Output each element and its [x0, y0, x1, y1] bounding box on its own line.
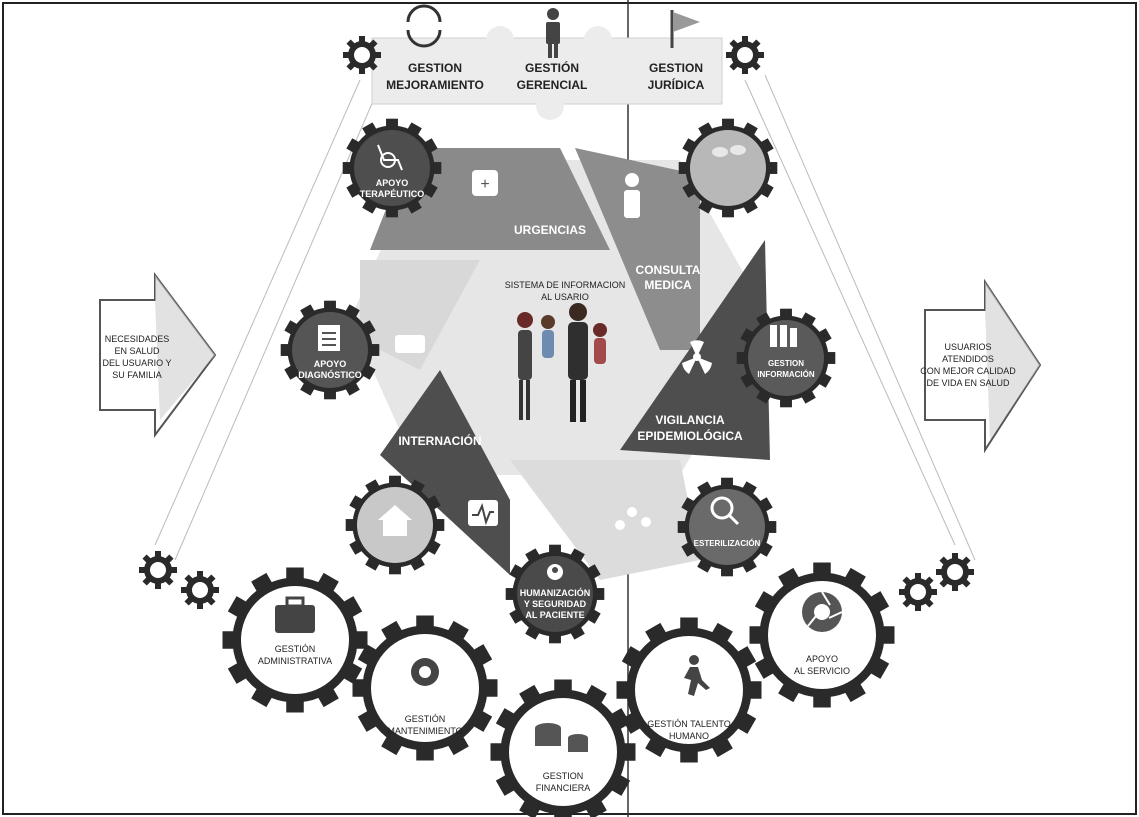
input-line-1: NECESIDADES [105, 334, 170, 344]
top-process-2-line2: GERENCIAL [517, 78, 588, 92]
gear-terapeutico-2: TERAPÉUTICO [360, 189, 425, 199]
aperture-icon [802, 591, 843, 632]
bottom-gear-4-line2: HUMANO [669, 731, 709, 741]
label-internacion: INTERNACIÓN [398, 433, 481, 448]
briefcase-icon [275, 596, 315, 633]
first-aid-icon: + [472, 170, 498, 196]
bottom-right-small-gear-1 [899, 573, 937, 611]
magnifier-icon [710, 496, 740, 526]
ambulance-icon [395, 335, 425, 353]
input-arrow [99, 272, 217, 438]
radiation-icon [682, 340, 712, 374]
gear-apoyo-servicio [749, 562, 895, 708]
gear-gestion-administrativa [222, 567, 368, 713]
gear-humanizacion-2: Y SEGURIDAD [524, 599, 587, 609]
gear-gestion-informacion [736, 308, 836, 408]
doctor-icon [624, 173, 640, 218]
books-icon [770, 325, 797, 347]
center-title-1: SISTEMA DE INFORMACION [505, 280, 626, 290]
user-badge-icon [547, 564, 563, 580]
leaf-icon [712, 145, 746, 157]
top-process-2-line1: GESTIÓN [525, 60, 579, 75]
gear-top-right [678, 118, 778, 218]
input-line-2: EN SALUD [114, 346, 160, 356]
top-process-3-line2: JURÍDICA [648, 77, 705, 92]
person-icon [546, 8, 560, 58]
gear-icon [411, 658, 439, 686]
top-right-small-gear [726, 36, 764, 74]
input-line-3: DEL USUARIO Y [102, 358, 171, 368]
center-title-2: AL USARIO [541, 292, 589, 302]
monitor-icon [468, 500, 498, 526]
bottom-gear-4-line1: GESTIÓN TALENTO [647, 719, 731, 729]
bottom-left-small-gear-2 [181, 571, 219, 609]
gear-humanizacion-1: HUMANIZACIÓN [520, 587, 591, 598]
output-line-2: ATENDIDOS [942, 354, 994, 364]
bottom-gear-1-line1: GESTIÓN [275, 644, 316, 654]
bottom-gear-3-line2: FINANCIERA [536, 783, 591, 793]
gear-terapeutico-1: APOYO [376, 178, 409, 188]
gear-humanizacion-3: AL PACIENTE [525, 610, 584, 620]
home-icon [378, 505, 412, 536]
top-process-banner [371, 26, 723, 120]
gear-informacion-1: GESTION [768, 359, 804, 368]
bottom-gear-5-line1: APOYO [806, 654, 838, 664]
top-process-1-line2: MEJORAMIENTO [386, 78, 484, 92]
wheelchair-icon [377, 144, 403, 171]
gear-humanizacion [505, 544, 605, 644]
gear-diagnostico-2: DIAGNÓSTICO [298, 369, 362, 380]
people-icon [615, 507, 651, 530]
label-urgencias: URGENCIAS [514, 223, 586, 237]
flag-icon [670, 10, 700, 48]
gear-gestion-financiera [490, 679, 636, 817]
gear-diagnostico-1: APOYO [314, 359, 347, 369]
segment-consulta-medica [575, 148, 700, 350]
cycle-icon [406, 4, 442, 48]
label-consulta-2: MEDICA [644, 278, 692, 292]
label-vigilancia-1: VIGILANCIA [655, 413, 725, 427]
label-vigilancia-2: EPIDEMIOLÓGICA [637, 428, 743, 443]
output-line-1: USUARIOS [944, 342, 991, 352]
output-arrow [924, 278, 1042, 454]
document-icon [318, 325, 340, 351]
input-line-4: SU FAMILIA [112, 370, 162, 380]
bottom-gear-3-line1: GESTION [543, 771, 584, 781]
gear-esterilizacion [677, 477, 777, 577]
runner-icon [684, 655, 710, 696]
bottom-gear-2-line1: GESTIÓN [405, 714, 446, 724]
top-process-3-line1: GESTION [649, 61, 703, 75]
svg-text:+: + [480, 176, 489, 193]
bottom-gear-5-line2: AL SERVICIO [794, 666, 850, 676]
bottom-right-small-gear-2 [936, 553, 974, 591]
top-left-small-gear [343, 36, 381, 74]
gear-informacion-2: INFORMACIÓN [757, 370, 815, 379]
bottom-left-small-gear-1 [139, 551, 177, 589]
bottom-gear-1-line2: ADMINISTRATIVA [258, 656, 332, 666]
bottom-gear-2-line2: MANTENIMIENTO [387, 726, 462, 736]
gear-esterilizacion-label: ESTERILIZACIÓN [694, 539, 761, 548]
gear-apoyo-terapeutico [342, 118, 442, 218]
family-illustration [517, 303, 607, 422]
coins-icon [535, 723, 588, 752]
output-line-4: DE VIDA EN SALUD [926, 378, 1010, 388]
gear-gestion-mantenimiento [352, 615, 498, 761]
label-consulta-1: CONSULTA [636, 263, 701, 277]
output-line-3: CON MEJOR CALIDAD [920, 366, 1016, 376]
top-process-1-line1: GESTION [408, 61, 462, 75]
guide-lines [154, 74, 976, 561]
